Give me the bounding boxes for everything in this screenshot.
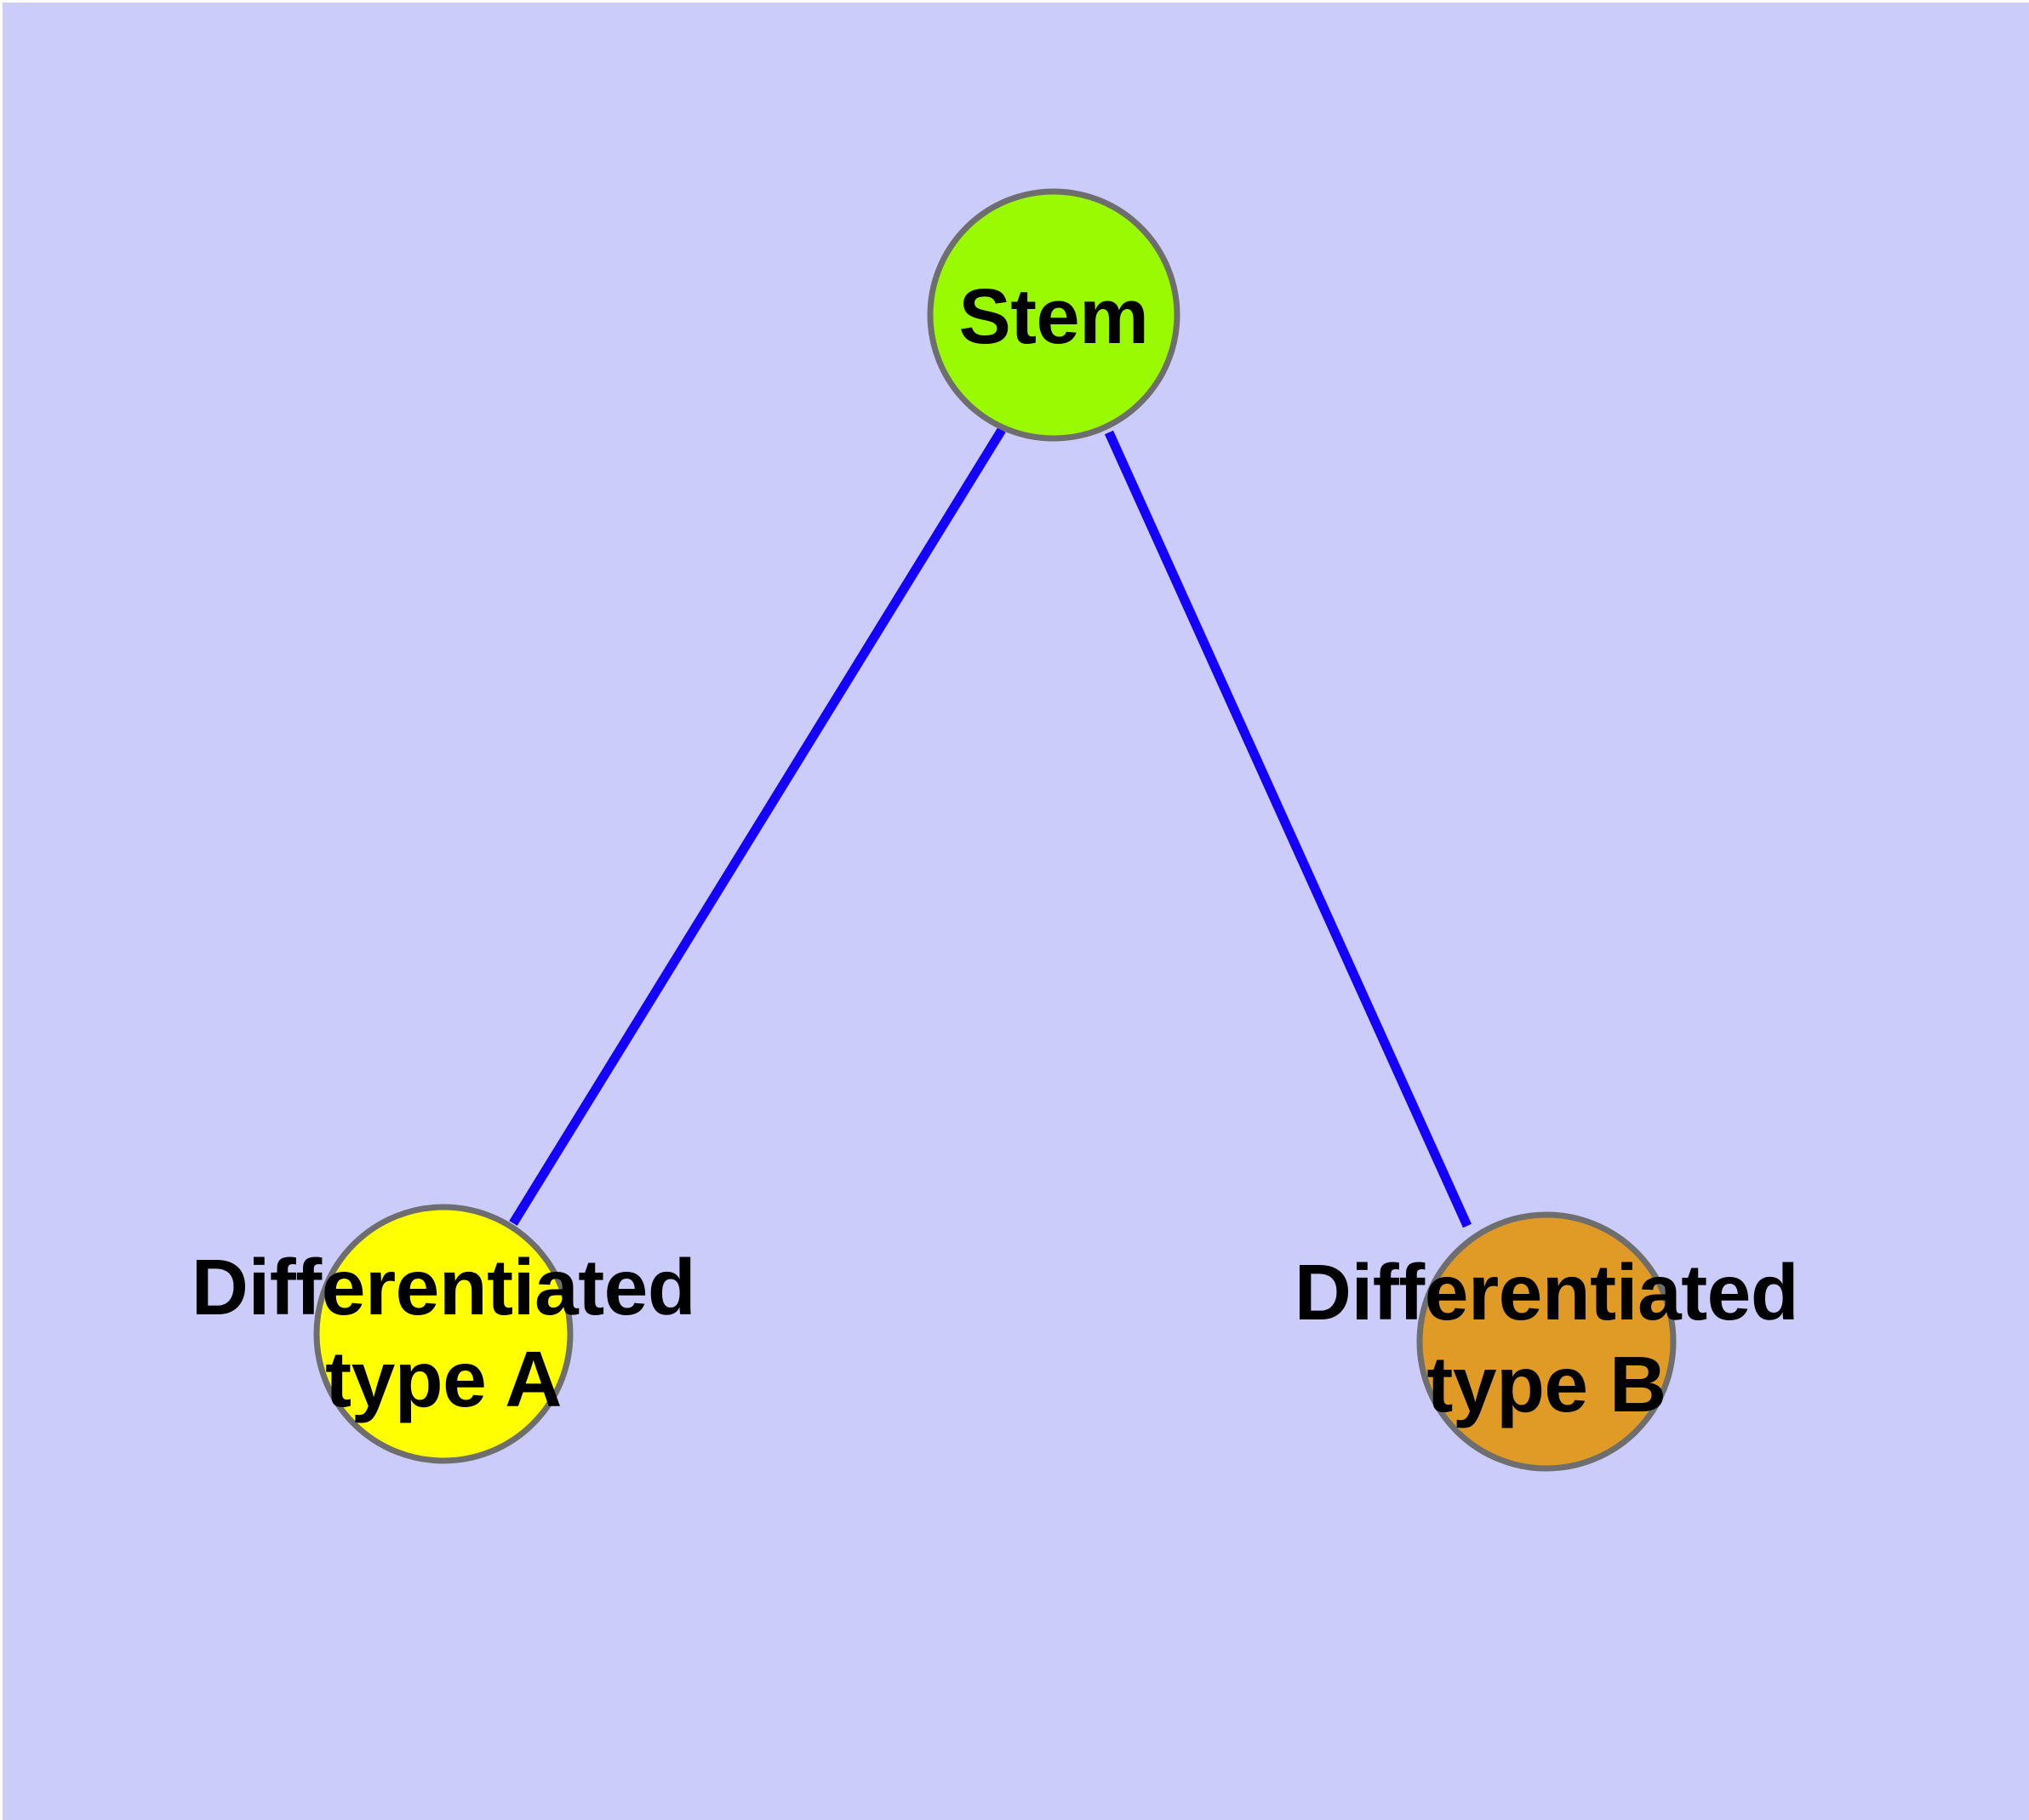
node-layer xyxy=(313,188,1677,1472)
node-diff-a-circle[interactable] xyxy=(313,1204,574,1464)
edge-stem-to-diff-b[interactable] xyxy=(1104,430,1472,1228)
edge-layer xyxy=(509,427,1472,1228)
node-stem-circle[interactable] xyxy=(927,188,1180,442)
edge-stem-to-diff-a[interactable] xyxy=(509,427,1006,1226)
node-diff-b-circle[interactable] xyxy=(1416,1211,1677,1472)
